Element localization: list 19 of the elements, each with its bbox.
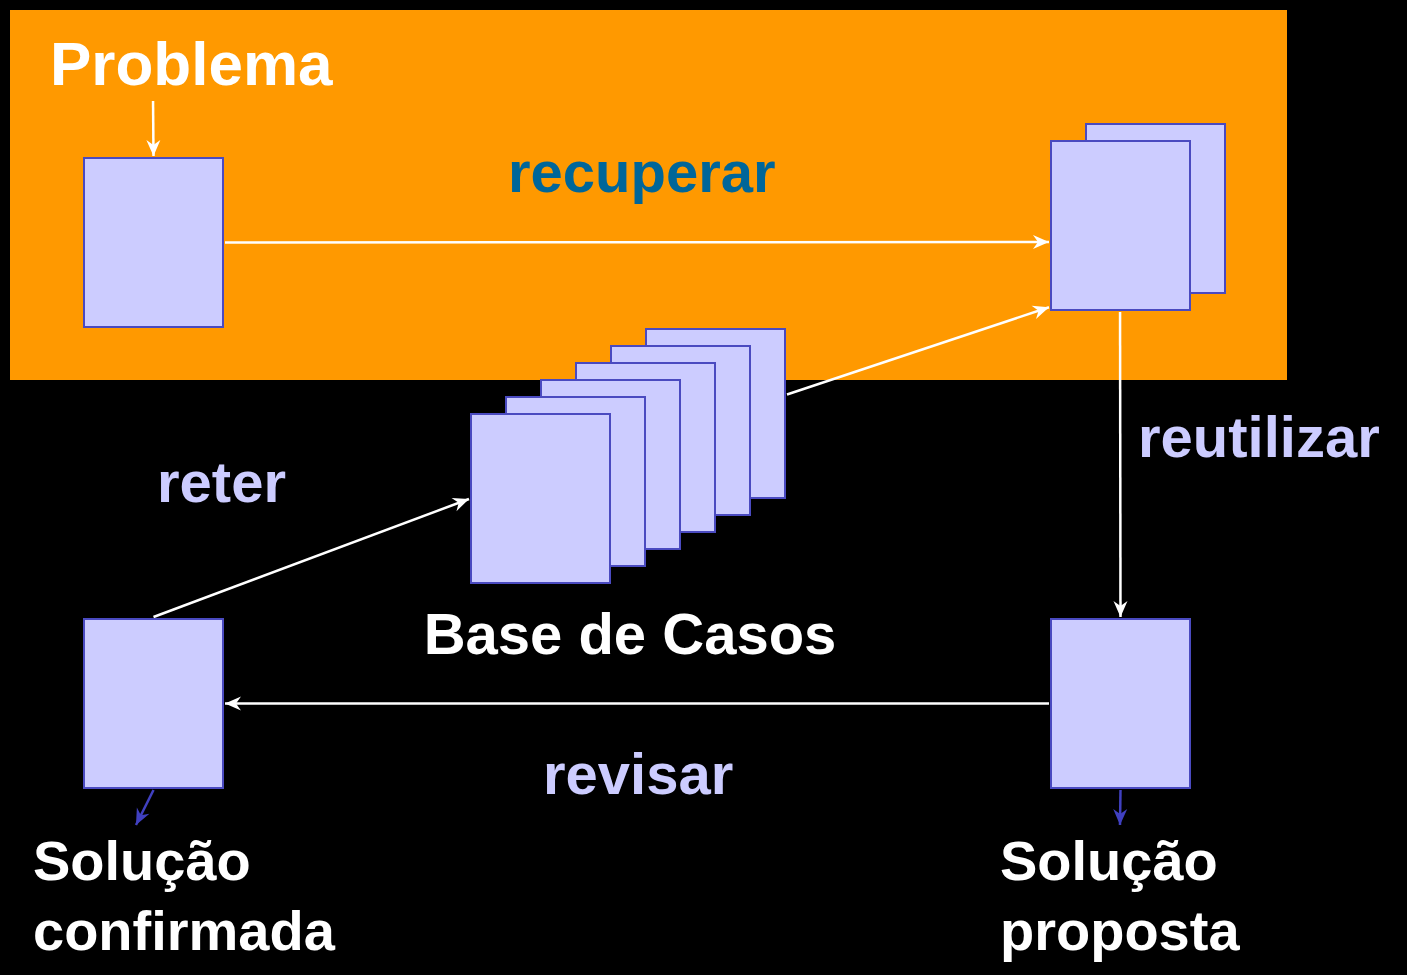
arrow <box>786 305 1050 396</box>
process-box <box>83 157 224 328</box>
edge-label: reter <box>157 448 286 515</box>
node-label: Solução confirmada <box>33 828 337 964</box>
process-box <box>1050 618 1191 789</box>
arrow <box>225 696 1049 711</box>
arrow <box>1113 790 1128 825</box>
arrow <box>153 497 470 619</box>
node-caption: Base de Casos <box>422 600 838 667</box>
arrow <box>146 101 161 156</box>
arrow <box>1113 312 1128 617</box>
edge-label: reutilizar <box>1138 403 1380 470</box>
arrow <box>225 235 1049 249</box>
process-box <box>83 618 224 789</box>
node-label: Problema <box>50 28 334 100</box>
node-label: Solução proposta <box>1000 828 1241 964</box>
arrow <box>134 789 155 826</box>
edge-label: recuperar <box>508 138 776 205</box>
edge-label: revisar <box>543 740 734 807</box>
